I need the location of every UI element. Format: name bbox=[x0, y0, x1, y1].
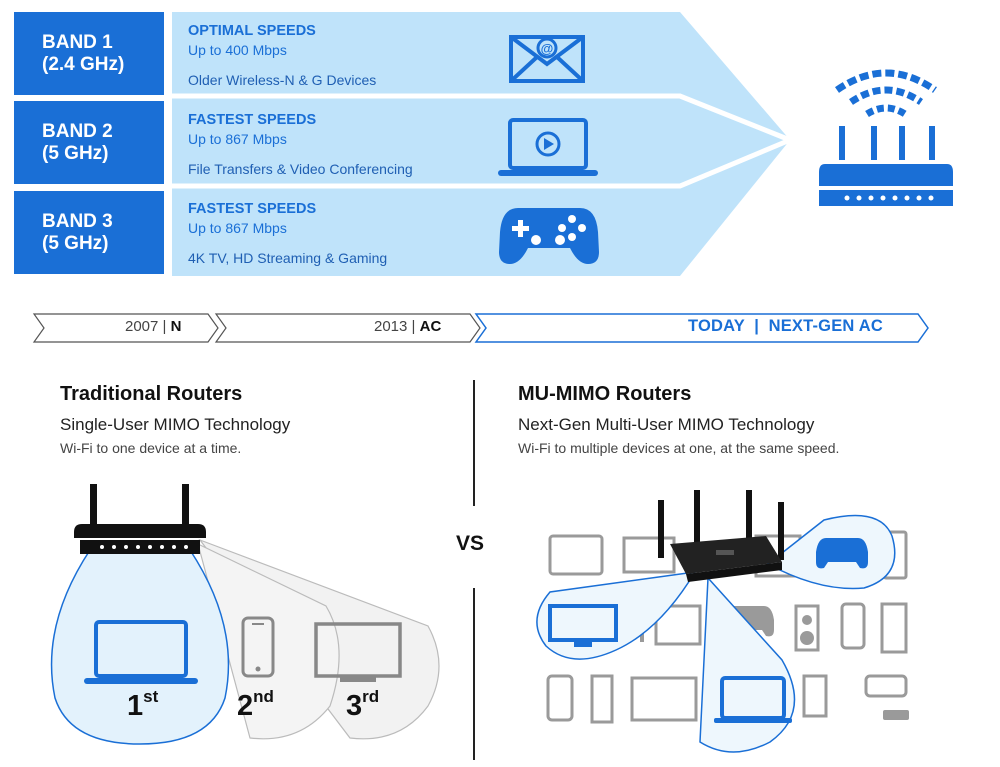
order-1st: 1st bbox=[127, 687, 159, 722]
band-2-use: File Transfers & Video Conferencing bbox=[188, 161, 413, 177]
mu-mimo-router-illustration bbox=[536, 490, 909, 753]
timeline-item-today: TODAY | NEXT-GEN AC bbox=[688, 317, 883, 335]
right-title: MU-MIMO Routers bbox=[518, 383, 692, 405]
order-3rd: 3rd bbox=[346, 687, 380, 722]
band-1-headline: OPTIMAL SPEEDS bbox=[188, 23, 316, 39]
band-2-headline: FASTEST SPEEDS bbox=[188, 112, 317, 128]
band-2-label: BAND 2(5 GHz) bbox=[14, 101, 164, 184]
band-3-use: 4K TV, HD Streaming & Gaming bbox=[188, 250, 388, 266]
timeline-item-2007: 2007 | N bbox=[125, 318, 182, 335]
device-grid bbox=[546, 530, 908, 724]
band-1-speed: Up to 400 Mbps bbox=[188, 42, 287, 58]
center-divider bbox=[473, 380, 475, 760]
left-title: Traditional Routers bbox=[60, 383, 243, 405]
timeline-item-2013: 2013 | AC bbox=[374, 318, 442, 335]
band-2-details: FASTEST SPEEDS Up to 867 Mbps File Trans… bbox=[188, 112, 413, 177]
gamepad-icon bbox=[499, 208, 599, 264]
band-1-details: OPTIMAL SPEEDS Up to 400 Mbps Older Wire… bbox=[188, 23, 376, 88]
right-description: Wi-Fi to multiple devices at one, at the… bbox=[518, 440, 840, 456]
svg-text:@: @ bbox=[541, 41, 554, 56]
band-3-headline: FASTEST SPEEDS bbox=[188, 201, 317, 217]
right-subtitle: Next-Gen Multi-User MIMO Technology bbox=[518, 415, 815, 434]
traditional-router-illustration bbox=[50, 484, 440, 745]
band-3-speed: Up to 867 Mbps bbox=[188, 220, 287, 236]
band-1-label: BAND 1(2.4 GHz) bbox=[14, 12, 164, 95]
band-3-label: BAND 3(5 GHz) bbox=[14, 191, 164, 274]
band-arrows-graphic bbox=[172, 12, 791, 276]
vs-label: VS bbox=[456, 532, 485, 555]
band-2-speed: Up to 867 Mbps bbox=[188, 131, 287, 147]
order-2nd: 2nd bbox=[237, 687, 274, 722]
wifi-router-icon bbox=[819, 69, 953, 206]
laptop-play-icon bbox=[498, 118, 598, 176]
left-subtitle: Single-User MIMO Technology bbox=[60, 415, 291, 434]
envelope-icon: @ bbox=[509, 35, 585, 83]
timeline-chevrons bbox=[32, 313, 929, 343]
band-1-use: Older Wireless-N & G Devices bbox=[188, 72, 377, 88]
left-description: Wi-Fi to one device at a time. bbox=[60, 440, 242, 456]
band-3-details: FASTEST SPEEDS Up to 867 Mbps 4K TV, HD … bbox=[188, 201, 387, 266]
